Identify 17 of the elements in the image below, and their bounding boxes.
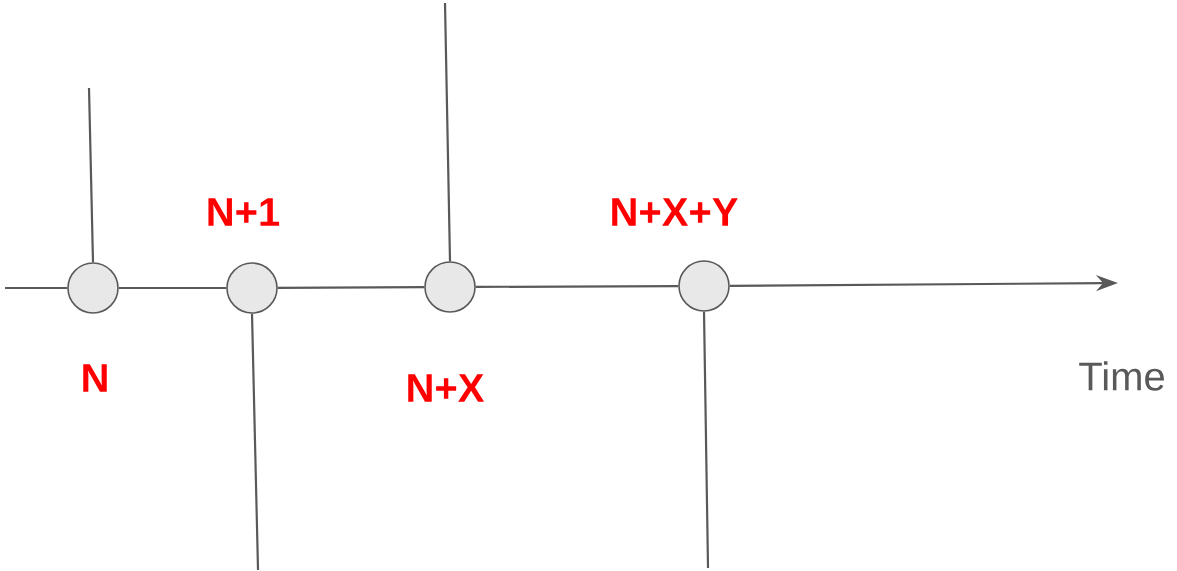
timeline-axis xyxy=(277,286,425,289)
timeline-axis xyxy=(475,285,679,288)
timeline-axis xyxy=(5,286,68,290)
point-label: N+X xyxy=(408,374,485,402)
point-label: N+1 xyxy=(208,198,280,226)
timeline-point xyxy=(424,261,476,313)
axis-label: Time xyxy=(1079,361,1164,391)
marker-line xyxy=(250,313,260,571)
marker-line xyxy=(87,87,95,263)
point-label: N+X+Y xyxy=(612,198,738,226)
timeline-point xyxy=(67,262,119,314)
timeline-axis xyxy=(118,286,227,290)
timeline-point xyxy=(226,262,278,314)
timeline-point xyxy=(678,260,730,312)
marker-line xyxy=(443,2,452,262)
marker-line xyxy=(702,311,710,569)
point-label: N xyxy=(83,364,107,392)
